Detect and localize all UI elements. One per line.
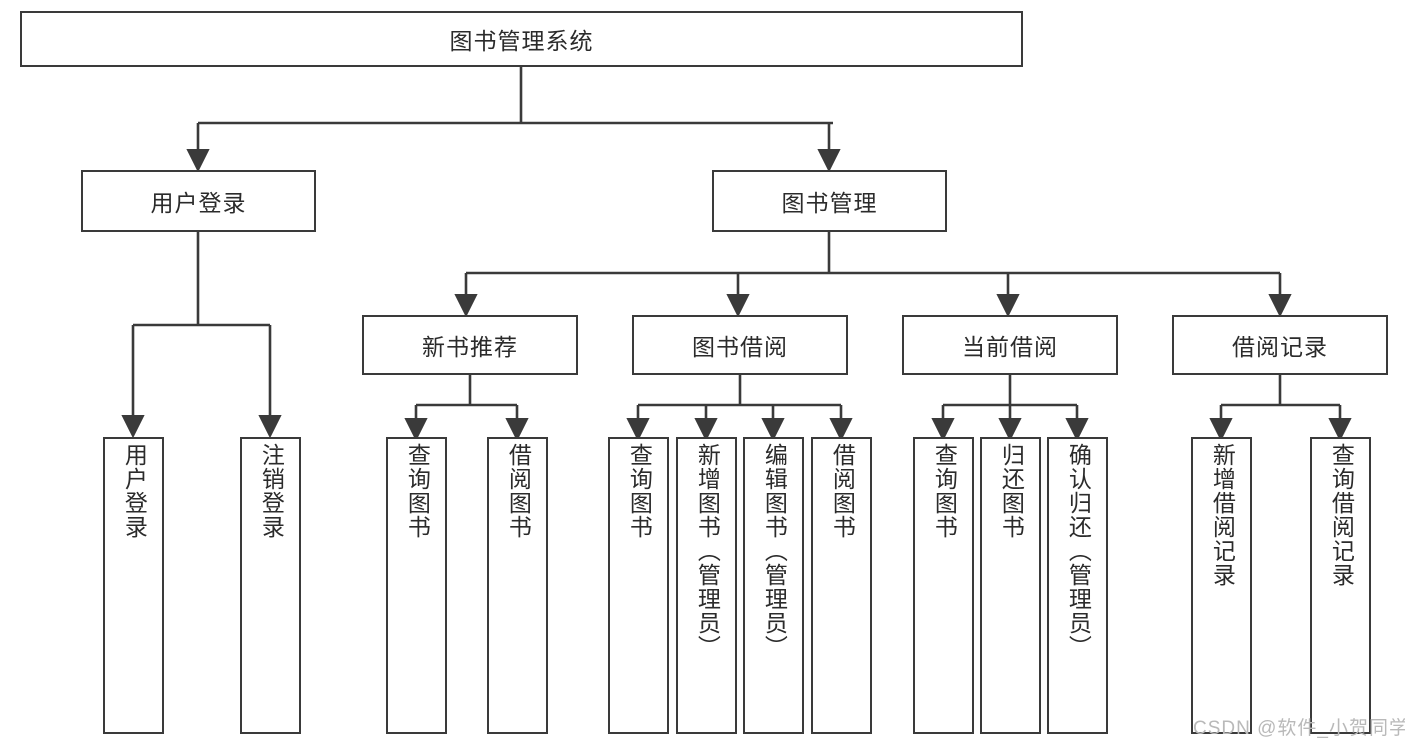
- node-label: 归还图书: [998, 443, 1025, 539]
- leaf-new-book-borrow[interactable]: 借阅图书: [487, 437, 548, 734]
- node-label: 查询图书: [404, 443, 431, 539]
- node-label: 新增图书（管理员）: [694, 443, 721, 659]
- node-label: 查询图书: [626, 443, 653, 539]
- leaf-new-book-query[interactable]: 查询图书: [386, 437, 447, 734]
- leaf-current-borrow-confirm-return[interactable]: 确认归还（管理员）: [1047, 437, 1108, 734]
- node-label: 借阅图书: [829, 443, 856, 539]
- node-label: 编辑图书（管理员）: [761, 443, 788, 659]
- leaf-book-borrow-query[interactable]: 查询图书: [608, 437, 669, 734]
- leaf-book-borrow-borrow[interactable]: 借阅图书: [811, 437, 872, 734]
- node-borrow-record[interactable]: 借阅记录: [1172, 315, 1388, 375]
- node-label: 图书借阅: [692, 334, 788, 360]
- node-label: 查询图书: [931, 443, 958, 539]
- node-book-borrow[interactable]: 图书借阅: [632, 315, 848, 375]
- leaf-borrow-record-query[interactable]: 查询借阅记录: [1310, 437, 1371, 734]
- node-label: 用户登录: [121, 443, 148, 539]
- node-current-borrow[interactable]: 当前借阅: [902, 315, 1118, 375]
- leaf-book-borrow-edit[interactable]: 编辑图书（管理员）: [743, 437, 804, 734]
- leaf-user-login-login[interactable]: 用户登录: [103, 437, 164, 734]
- node-label: 确认归还（管理员）: [1065, 443, 1092, 659]
- leaf-book-borrow-add[interactable]: 新增图书（管理员）: [676, 437, 737, 734]
- node-new-book-recommend[interactable]: 新书推荐: [362, 315, 578, 375]
- node-label: 借阅图书: [505, 443, 532, 539]
- node-user-login[interactable]: 用户登录: [81, 170, 316, 232]
- node-label: 借阅记录: [1232, 334, 1328, 360]
- watermark-csdn: CSDN @软件_小贺同学: [1193, 718, 1405, 739]
- node-label: 新书推荐: [422, 334, 518, 360]
- node-book-management[interactable]: 图书管理: [712, 170, 947, 232]
- node-label: 图书管理: [781, 190, 878, 216]
- node-label: 用户登录: [150, 190, 247, 216]
- node-label: 当前借阅: [962, 334, 1058, 360]
- leaf-current-borrow-return[interactable]: 归还图书: [980, 437, 1041, 734]
- node-label: 查询借阅记录: [1328, 443, 1355, 587]
- leaf-user-login-logout[interactable]: 注销登录: [240, 437, 301, 734]
- node-root-book-management-system[interactable]: 图书管理系统: [20, 11, 1023, 67]
- node-label: 注销登录: [258, 443, 285, 539]
- node-label: 图书管理系统: [449, 28, 594, 54]
- leaf-borrow-record-add[interactable]: 新增借阅记录: [1191, 437, 1252, 734]
- node-label: 新增借阅记录: [1209, 443, 1236, 587]
- leaf-current-borrow-query[interactable]: 查询图书: [913, 437, 974, 734]
